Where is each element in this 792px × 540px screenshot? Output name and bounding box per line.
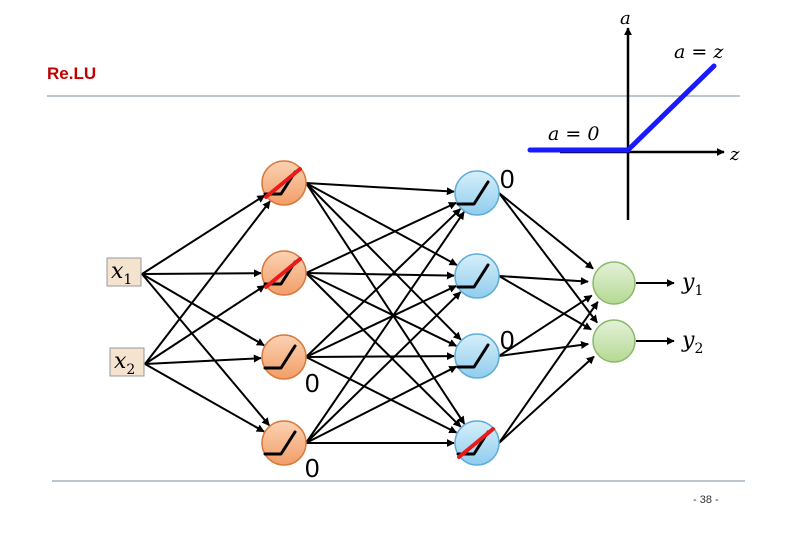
edge-h2-2-y1 xyxy=(498,275,589,286)
relu-glyph-icon xyxy=(263,430,297,456)
relu-glyph-icon xyxy=(456,263,490,289)
edge-h1-1-h2-2 xyxy=(305,182,458,266)
inactive-strike-icon xyxy=(264,257,302,289)
a-axis-label: a xyxy=(620,8,631,29)
edge-h1-2-h2-1 xyxy=(305,201,457,274)
edge-h1-2-h2-4 xyxy=(305,272,462,428)
neuron-circle xyxy=(454,333,500,379)
slide-title: Re.LU xyxy=(47,64,97,83)
edge-x1-h1-3 xyxy=(141,273,265,347)
edge-h1-2-h2-3 xyxy=(305,272,458,347)
edge-h1-3-h2-4 xyxy=(305,356,458,434)
input-box-x1 xyxy=(106,257,142,287)
edge-h2-3-y1 xyxy=(498,294,593,357)
output-neuron-1 xyxy=(592,261,636,305)
input-box-x2 xyxy=(109,347,145,377)
edge-h1-2-h2-2 xyxy=(305,271,455,280)
relu-glyph-icon xyxy=(263,344,297,370)
hidden1-neuron-4 xyxy=(261,420,307,466)
hidden1-neuron-2 xyxy=(261,250,307,296)
positive-region-label: a = z xyxy=(674,41,724,63)
inactive-strike-icon xyxy=(457,427,495,459)
input-label-x1: x1 xyxy=(111,259,132,288)
input-label-x2: x2 xyxy=(114,349,135,378)
edge-h2-1-y2 xyxy=(498,192,598,324)
edge-x1-h1-2 xyxy=(141,269,262,278)
edge-x2-h1-3 xyxy=(144,354,262,365)
edge-h2-2-y2 xyxy=(498,275,592,331)
edge-h1-1-h2-4 xyxy=(305,182,466,425)
edge-h1-3-h2-2 xyxy=(305,284,457,358)
neuron-circle xyxy=(261,334,307,380)
z-axis-label: z xyxy=(729,144,740,165)
edge-h2-4-y1 xyxy=(498,301,599,444)
hidden2-neuron-2 xyxy=(454,253,500,299)
inactive-strike-icon xyxy=(264,167,302,199)
edge-h1-4-h2-2 xyxy=(305,291,462,444)
edge-h2-1-y1 xyxy=(498,192,594,270)
neuron-circle xyxy=(454,170,500,216)
neuron-circle xyxy=(454,253,500,299)
edge-h1-4-h2-1 xyxy=(305,211,465,444)
edge-h1-1-h2-3 xyxy=(305,182,462,341)
page-number: - 38 - xyxy=(693,494,719,506)
hidden1-neuron-3 xyxy=(261,334,307,380)
hidden2-neuron-3 xyxy=(454,333,500,379)
edge-x2-h1-1 xyxy=(144,200,271,365)
output-label-y2: y2 xyxy=(681,328,703,357)
neuron-circle xyxy=(261,420,307,466)
network-labels: x1 x2 y1 y2 0 0 0 0 xyxy=(106,164,703,483)
edge-h1-1-h2-1 xyxy=(305,182,455,196)
edge-x2-h1-2 xyxy=(144,284,266,365)
relu-plot: a z a = z a = 0 xyxy=(527,8,740,220)
relu-glyph-icon xyxy=(456,343,490,369)
relu-positive-segment xyxy=(625,63,717,153)
edge-h2-3-y2 xyxy=(498,341,589,357)
network-nodes xyxy=(261,160,636,466)
edge-x2-h1-4 xyxy=(144,363,265,433)
relu-glyph-icon xyxy=(456,180,490,206)
edge-h1-3-h2-3 xyxy=(305,352,455,361)
zero-output-label-2: 0 xyxy=(500,325,514,355)
edge-h1-4-h2-3 xyxy=(305,365,458,444)
edge-x1-h1-4 xyxy=(141,273,270,427)
network-edges xyxy=(141,182,599,447)
edge-x1-h1-1 xyxy=(141,194,266,275)
edge-h1-3-h2-1 xyxy=(305,208,462,358)
zero-output-label-4: 0 xyxy=(305,453,319,483)
output-neuron-2 xyxy=(592,319,636,363)
hidden1-neuron-1 xyxy=(261,160,307,206)
zero-region-label: a = 0 xyxy=(548,123,599,145)
output-label-y1: y1 xyxy=(681,270,703,299)
hidden2-neuron-1 xyxy=(454,170,500,216)
edge-h2-4-y2 xyxy=(498,355,595,444)
hidden2-neuron-4 xyxy=(454,420,500,466)
zero-output-label-3: 0 xyxy=(305,368,319,398)
zero-output-label-1: 0 xyxy=(500,164,514,194)
